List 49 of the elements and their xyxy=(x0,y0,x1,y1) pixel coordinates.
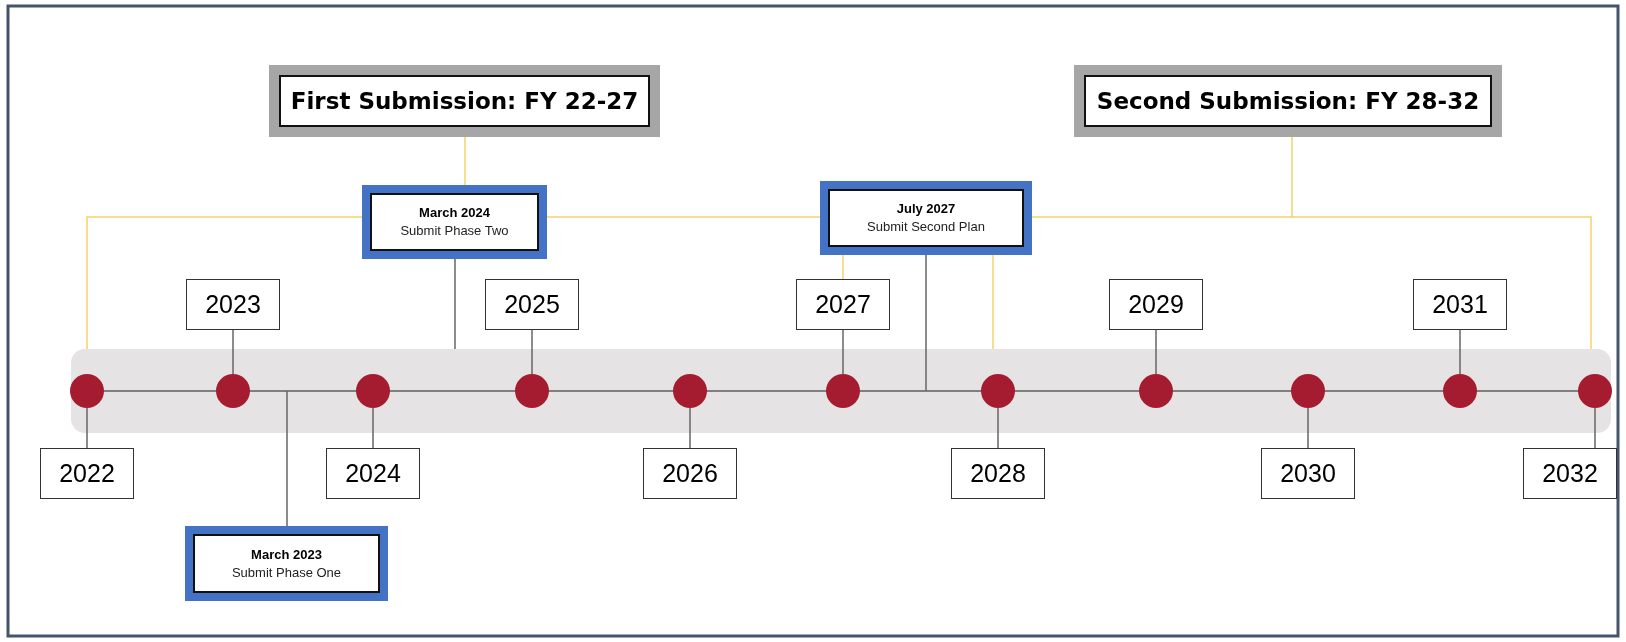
year-box xyxy=(643,448,737,499)
year-label: 2030 xyxy=(1280,459,1336,488)
connector-line xyxy=(372,407,374,449)
connector-line xyxy=(1155,329,1157,375)
milestone-box xyxy=(820,181,1032,255)
year-label: 2028 xyxy=(970,459,1026,488)
connector-line xyxy=(454,258,456,350)
connector-line xyxy=(86,407,88,449)
submission-title: Second Submission: FY 28-32 xyxy=(1096,88,1480,114)
year-label: 2031 xyxy=(1432,290,1488,319)
connector-line xyxy=(842,329,844,375)
year-box xyxy=(1109,279,1203,330)
milestone-description: Submit Phase One xyxy=(231,563,342,582)
year-label: 2024 xyxy=(345,459,401,488)
year-label: 2026 xyxy=(662,459,718,488)
submission-title: First Submission: FY 22-27 xyxy=(290,88,639,114)
year-box xyxy=(951,448,1045,499)
milestone-description: Submit Second Plan xyxy=(867,218,985,236)
year-box xyxy=(40,448,134,499)
connector-line xyxy=(997,407,999,449)
year-box xyxy=(485,279,579,330)
year-label: 2027 xyxy=(815,290,871,319)
milestone-date: July 2027 xyxy=(896,200,956,218)
connector-line xyxy=(1459,329,1461,375)
year-label: 2023 xyxy=(205,290,261,319)
connector-line xyxy=(1594,407,1596,449)
connector-line xyxy=(232,329,234,375)
connector-line xyxy=(1307,407,1309,449)
year-box xyxy=(1413,279,1507,330)
connector-line xyxy=(925,254,927,392)
milestone-box xyxy=(362,185,547,259)
milestone-description: Submit Phase Two xyxy=(400,222,509,240)
year-label: 2029 xyxy=(1128,290,1184,319)
milestone-box xyxy=(185,526,388,601)
year-box xyxy=(1261,448,1355,499)
submission-box xyxy=(269,65,660,137)
year-label: 2022 xyxy=(59,459,115,488)
year-box xyxy=(326,448,420,499)
year-label: 2032 xyxy=(1542,459,1598,488)
year-box xyxy=(1523,448,1617,499)
connector-line xyxy=(689,407,691,449)
year-box xyxy=(186,279,280,330)
year-label: 2025 xyxy=(504,290,560,319)
milestone-date: March 2023 xyxy=(251,545,322,564)
submission-box xyxy=(1074,65,1502,137)
connector-line xyxy=(531,329,533,375)
connector-line xyxy=(286,390,288,527)
year-box xyxy=(796,279,890,330)
milestone-date: March 2024 xyxy=(419,204,490,222)
